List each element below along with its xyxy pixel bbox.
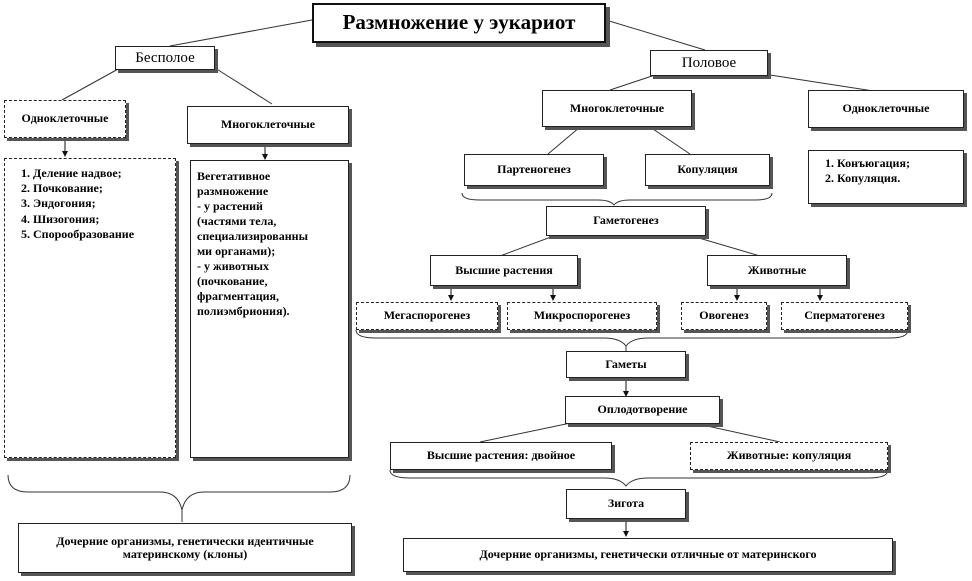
list-item: Эндогония;: [33, 197, 169, 210]
copulation-box: Копуляция: [645, 154, 770, 186]
list-line: специализированны: [197, 229, 308, 243]
list-item: Шизогония;: [33, 212, 169, 226]
list-line: полиэмбриония).: [197, 304, 290, 318]
spermatogenesis-box: Сперматогенез: [781, 302, 908, 330]
parthenogenesis-box: Партеногенез: [464, 154, 604, 186]
asexual-multicellular-box: Многоклеточные: [187, 106, 349, 144]
fertilization-animals-box: Животные: копуляция: [690, 442, 888, 470]
list-line: ми органами);: [197, 244, 276, 258]
sexual-multicellular-box: Многоклеточные: [542, 90, 692, 127]
asexual-unicellular-list: Деление надвое; Почкование; Эндогония; Ш…: [4, 158, 176, 458]
sexual-unicellular-list: Конъюгация; Копуляция.: [808, 150, 964, 204]
list-item: Деление надвое;: [33, 166, 169, 180]
list-item: Копуляция.: [837, 171, 957, 185]
asexual-unicellular-box: Одноклеточные: [4, 100, 126, 138]
oogenesis-box: Овогенез: [681, 302, 767, 330]
list-item: Почкование;: [33, 181, 169, 195]
megasporogenesis-box: Мегаспорогенез: [356, 302, 498, 330]
fertilization-box: Оплодотворение: [565, 396, 720, 424]
list-item: Спорообразование: [33, 227, 169, 241]
zygote-box: Зигота: [566, 489, 686, 519]
list-line: (почкование,: [197, 274, 268, 288]
diagram-title: Размножение у эукариот: [312, 3, 606, 43]
list-line: - у животных: [197, 259, 270, 273]
gametes-box: Гаметы: [566, 351, 686, 378]
microsporogenesis-box: Микроспорогенез: [507, 302, 657, 330]
list-line: - у растений: [197, 199, 263, 213]
gametogenesis-box: Гаметогенез: [546, 206, 706, 236]
list-line: Вегетативное: [197, 169, 271, 183]
sexual-result-box: Дочерние организмы, генетически отличные…: [403, 538, 893, 572]
list-line: (частями тела,: [197, 214, 277, 228]
asexual-result-box: Дочерние организмы, генетически идентичн…: [18, 523, 352, 573]
list-line: размножение: [197, 184, 269, 198]
higher-plants-box: Высшие растения: [430, 255, 578, 286]
sexual-box: Половое: [650, 50, 768, 76]
fertilization-plants-box: Высшие растения: двойное: [390, 442, 612, 470]
list-item: Конъюгация;: [837, 156, 957, 170]
list-line: фрагментация,: [197, 289, 280, 303]
asexual-box: Бесполое: [115, 46, 215, 70]
sexual-unicellular-box: Одноклеточные: [808, 90, 964, 128]
animals-box: Животные: [707, 255, 847, 286]
asexual-multicellular-list: Вегетативное размножение - у растений (ч…: [190, 160, 349, 458]
